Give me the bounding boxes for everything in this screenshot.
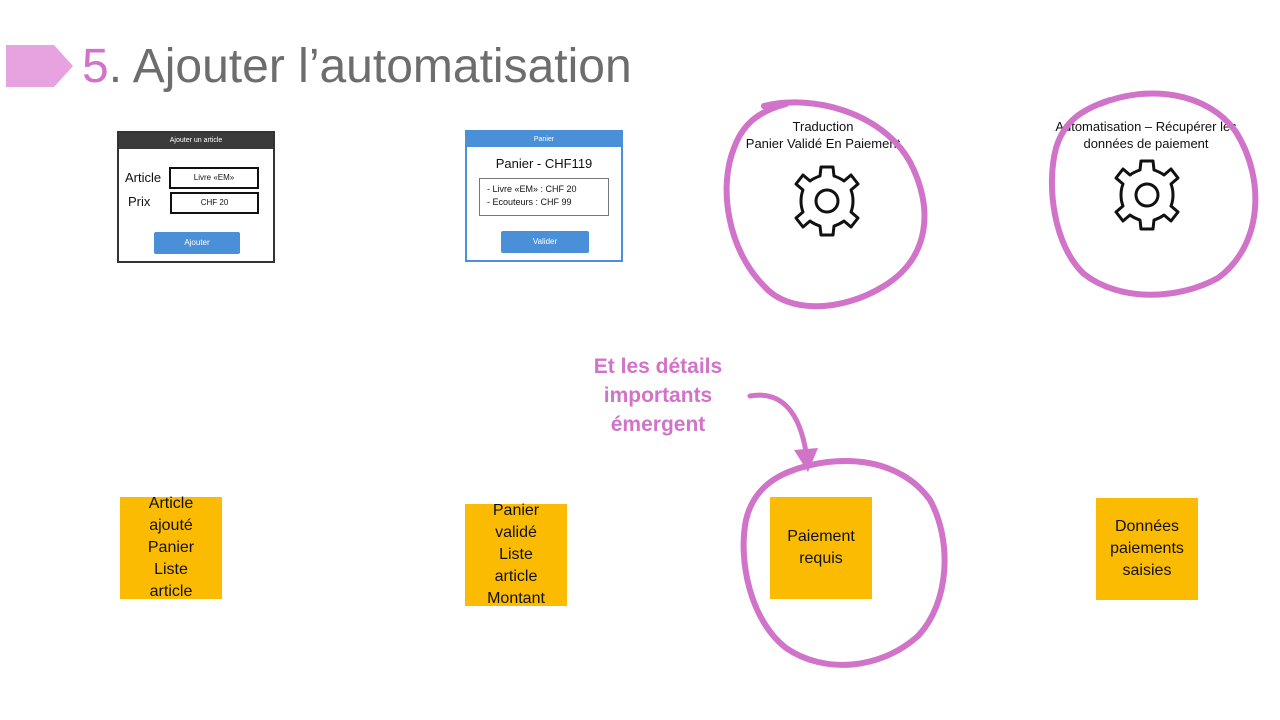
annotation-line-3: émergent (610, 413, 706, 436)
sticky-note-payment-data-entered: Données paiements saisies (1096, 498, 1198, 600)
sticky-line: Liste (154, 561, 188, 578)
list-item: - Ecouteurs : CHF 99 (487, 197, 572, 207)
automation-1-title: Traduction (792, 119, 854, 134)
page-title: 5. Ajouter l’automatisation (82, 38, 632, 96)
gear-icon (794, 165, 860, 237)
sticky-line: paiements (1110, 540, 1184, 557)
automation-2-label: Automatisation – Récupérer les données d… (1040, 118, 1252, 152)
cart-form-header: Panier (467, 132, 621, 147)
sticky-line: Montant (487, 590, 545, 607)
validate-button[interactable]: Valider (501, 231, 589, 253)
highlight-circle-3 (740, 458, 948, 668)
sticky-note-article-added: Article ajouté Panier Liste article (120, 495, 222, 600)
gear-icon (1114, 159, 1180, 231)
sticky-line: validé (495, 524, 537, 541)
article-field[interactable]: Livre «EM» (169, 167, 259, 189)
title-arrow-icon (6, 45, 73, 87)
price-field[interactable]: CHF 20 (170, 192, 259, 214)
sticky-note-payment-required: Paiement requis (770, 497, 872, 599)
sticky-line: article (149, 583, 193, 600)
automation-2-title: Automatisation – Récupérer les (1055, 119, 1237, 134)
automation-1-subtitle: Panier Validé En Paiement (745, 136, 901, 151)
cart-total: Panier - CHF119 (495, 156, 593, 171)
sticky-line: requis (799, 550, 843, 567)
title-number: 5 (82, 40, 109, 93)
sticky-line: Panier (492, 502, 540, 519)
add-article-form-mockup: Ajouter un article Article Livre «EM» Pr… (117, 131, 275, 263)
sticky-line: Données (1114, 518, 1180, 535)
annotation-text: Et les détails importants émergent (560, 352, 756, 439)
add-button[interactable]: Ajouter (154, 232, 240, 254)
highlight-circle-2 (1048, 90, 1259, 298)
annotation-line-1: Et les détails (593, 355, 723, 378)
article-label: Article (125, 170, 162, 185)
automation-2-subtitle: données de paiement (1083, 136, 1209, 151)
automation-1-label: Traduction Panier Validé En Paiement (723, 118, 923, 152)
sticky-line: article (494, 568, 538, 585)
title-text: . Ajouter l’automatisation (108, 40, 632, 93)
sticky-line: ajouté (149, 517, 193, 534)
sticky-line: Paiement (787, 528, 855, 545)
cart-item-list: - Livre «EM» : CHF 20 - Ecouteurs : CHF … (479, 178, 609, 216)
sticky-line: Liste (499, 546, 533, 563)
cart-form-mockup: Panier Panier - CHF119 - Livre «EM» : CH… (465, 130, 623, 262)
price-label: Prix (128, 194, 151, 209)
list-item: - Livre «EM» : CHF 20 (487, 184, 577, 194)
annotation-arrow (747, 392, 818, 472)
sticky-line: saisies (1122, 562, 1172, 579)
sticky-line: Article (148, 495, 194, 512)
sticky-line: Panier (147, 539, 195, 556)
add-article-form-header: Ajouter un article (119, 133, 273, 149)
highlight-circle-1 (723, 99, 928, 310)
sticky-note-cart-validated: Panier validé Liste article Montant (465, 502, 567, 607)
annotation-line-2: importants (603, 384, 713, 407)
